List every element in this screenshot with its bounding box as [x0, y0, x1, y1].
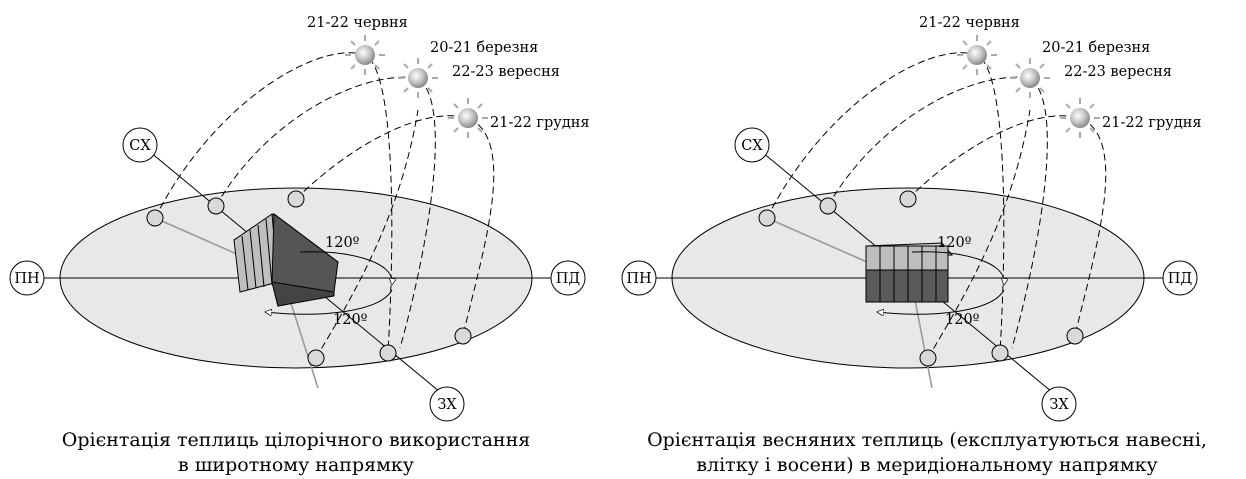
arc-arrow-top — [911, 251, 1004, 284]
node — [899, 190, 917, 208]
sun-icon-equinox — [398, 58, 438, 98]
direction-label-nw: ЗХ — [437, 397, 457, 413]
caption-line-2: в широтному напрямку — [178, 454, 414, 476]
date-label-summer: 21-22 червня — [919, 15, 1020, 31]
sun-icon-summer — [345, 35, 385, 75]
direction-circle-east — [1162, 260, 1198, 296]
panel-latitudinal: 120º 120º 21-22 червня 20-21 березня 22-… — [9, 15, 590, 476]
sun-path-winter — [295, 115, 495, 337]
node — [307, 349, 325, 367]
node — [819, 197, 837, 215]
caption-line-1: Орієнтація весняних теплиць (експлуатуют… — [647, 429, 1207, 451]
direction-label-west: ПН — [14, 271, 39, 287]
caption-line-2: влітку і восени) в меридіональному напря… — [696, 454, 1157, 476]
arc-arrow-bottom — [878, 289, 1005, 314]
angle-label-bottom: 120º — [333, 312, 368, 328]
node — [287, 190, 305, 208]
date-label-march: 20-21 березня — [430, 40, 538, 56]
arc-arrow-top — [299, 251, 392, 284]
date-label-september: 22-23 вересня — [452, 64, 560, 80]
direction-label-nw: ЗХ — [1049, 397, 1069, 413]
greenhouse-latitudinal — [233, 213, 339, 307]
sun-path-equinox — [215, 76, 436, 349]
direction-circle-nw — [429, 386, 465, 422]
sun-icon-winter — [448, 98, 488, 138]
panel-meridional: 120º 120º 21-22 червня 20-21 березня 22-… — [621, 15, 1207, 476]
direction-label-west: ПН — [626, 271, 651, 287]
sun-path-equinox — [827, 76, 1048, 349]
node — [454, 327, 472, 345]
sun-icon-winter — [1060, 98, 1100, 138]
sun-icon-equinox — [1010, 58, 1050, 98]
shadow-ray-bottom — [289, 299, 319, 389]
direction-label-east: ПД — [556, 271, 581, 287]
direction-circle-nw — [1041, 386, 1077, 422]
node — [379, 344, 397, 362]
shadow-ray-left — [766, 217, 868, 263]
sun-path-lower — [927, 109, 1031, 359]
sun-path-winter — [907, 115, 1107, 337]
date-label-september: 22-23 вересня — [1064, 64, 1172, 80]
direction-circle-west — [9, 260, 45, 296]
node — [919, 349, 937, 367]
direction-label-east: ПД — [1168, 271, 1193, 287]
direction-circle-ne — [122, 127, 158, 163]
node — [207, 197, 225, 215]
arc-arrow-bottom — [266, 289, 393, 314]
angle-label-top: 120º — [937, 235, 972, 251]
sun-path-lower — [315, 109, 419, 359]
caption-line-1: Орієнтація теплиць цілорічного використа… — [62, 429, 530, 451]
direction-label-ne: СХ — [129, 138, 151, 154]
date-label-winter: 21-22 грудня — [1102, 115, 1202, 131]
node — [758, 209, 776, 227]
node — [991, 344, 1009, 362]
date-label-march: 20-21 березня — [1042, 40, 1150, 56]
date-label-winter: 21-22 грудня — [490, 115, 590, 131]
node — [1066, 327, 1084, 345]
greenhouse-meridional — [865, 242, 954, 303]
direction-circle-west — [621, 260, 657, 296]
angle-label-top: 120º — [325, 235, 360, 251]
sun-icon-summer — [957, 35, 997, 75]
direction-circle-ne — [734, 127, 770, 163]
node — [146, 209, 164, 227]
direction-label-ne: СХ — [741, 138, 763, 154]
direction-circle-east — [550, 260, 586, 296]
date-label-summer: 21-22 червня — [307, 15, 408, 31]
angle-label-bottom: 120º — [945, 312, 980, 328]
